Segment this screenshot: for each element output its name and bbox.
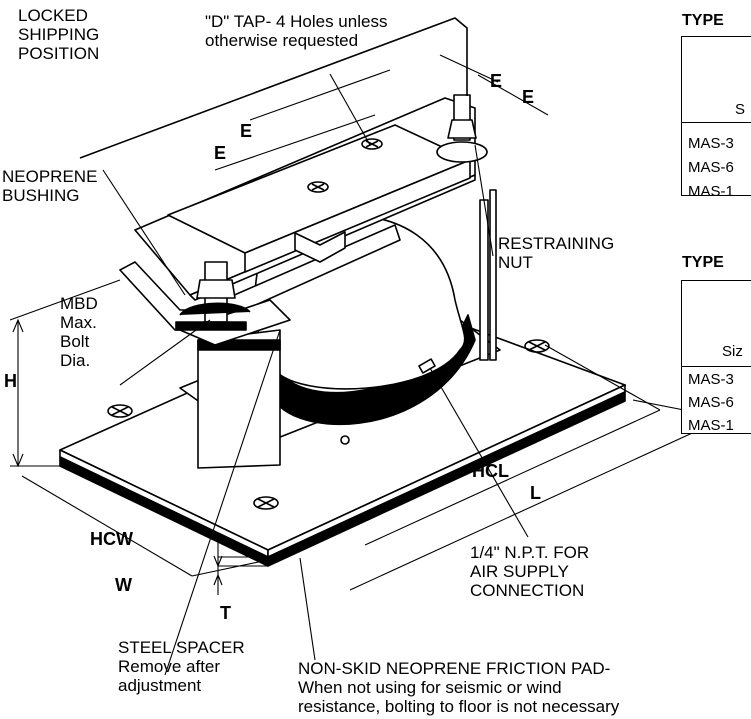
base-hole <box>107 404 133 418</box>
label-d-tap: "D" TAP- 4 Holes unless otherwise reques… <box>205 12 388 50</box>
table-row: MAS-1 <box>688 417 734 434</box>
label-neoprene-bushing: NEOPRENE BUSHING <box>2 167 98 205</box>
label-steel-spacer: STEEL SPACER Remove after adjustment <box>118 638 245 695</box>
base-hole <box>253 496 279 510</box>
label-air-supply: 1/4" N.P.T. FOR AIR SUPPLY CONNECTION <box>470 543 590 600</box>
table-row: MAS-6 <box>688 394 734 411</box>
dim-e-1: E <box>490 71 503 91</box>
dim-e-2: E <box>522 87 535 107</box>
label-restraining-nut: RESTRAINING NUT <box>498 234 615 272</box>
label-friction-pad: NON-SKID NEOPRENE FRICTION PAD- When not… <box>298 659 620 716</box>
table-1-header: S <box>735 101 746 118</box>
dim-hcw: HCW <box>90 529 133 549</box>
dim-e-3: E <box>240 121 253 141</box>
table-1-title: TYPE <box>682 12 724 29</box>
table-row: MAS-1 <box>688 183 734 200</box>
table-2-header: Siz <box>722 343 743 360</box>
table-row: MAS-3 <box>688 371 734 388</box>
table-2-title: TYPE <box>682 254 724 271</box>
dim-w: W <box>115 575 132 595</box>
dim-l: L <box>530 483 541 503</box>
dim-hcl: HCL <box>472 461 509 481</box>
table-2: Siz MAS-3 MAS-6 MAS-1 <box>681 280 751 434</box>
dim-h: H <box>4 371 17 391</box>
base-hole <box>524 339 550 353</box>
table-row: MAS-6 <box>688 159 734 176</box>
label-mbd: MBD Max. Bolt Dia. <box>60 294 98 370</box>
steel-spacer <box>197 329 281 469</box>
dim-e-4: E <box>214 143 227 163</box>
table-row: MAS-3 <box>688 135 734 152</box>
dim-t: T <box>220 603 231 623</box>
table-1: S MAS-3 MAS-6 MAS-1 <box>681 36 751 200</box>
label-locked-shipping: LOCKED SHIPPING POSITION <box>18 6 100 63</box>
